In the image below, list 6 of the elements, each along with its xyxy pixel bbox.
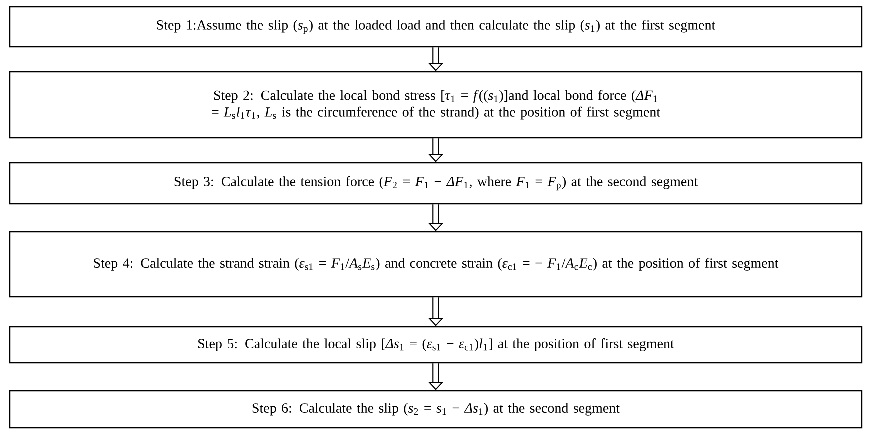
step-box: Step 3: Calculate the tension force (F$_{2}$ = F$_{1}$ − ΔF$_{1}$, where F$_{1}$ = F$_{p}$) at the second segment xyxy=(9,162,863,205)
step-box: Step 2: Calculate the local bond stress [τ$_{1}$ = f((s$_{1}$)]and local bond force (ΔF$_{1}$ = L$_{s}$l$_{1}$τ$_{1}$, L$_{s}$ is the circumference of the strand) at the position of first segment xyxy=(9,71,863,139)
step-box: Step 4: Calculate the strand strain (ε$_{s1}$ = F$_{1}$/A$_{s}$E$_{s}$) and concrete strain (ε$_{c1}$ = − F$_{1}$/A$_{c}$E$_{c}$) at the position of first segment xyxy=(9,231,863,298)
step-box: Step 5: Calculate the local slip [Δs$_{1}$ = (ε$_{s1}$ − ε$_{c1}$)l$_{1}$] at the position of first segment xyxy=(9,326,863,364)
step-box: Step 6: Calculate the slip (s$_{2}$ = s$_{1}$ − Δs$_{1}$) at the second segment xyxy=(9,390,863,429)
step-box: Step 1:Assume the slip (s$_{p}$) at the loaded load and then calculate the slip (s$_{1}$) at the first segment xyxy=(9,6,863,48)
